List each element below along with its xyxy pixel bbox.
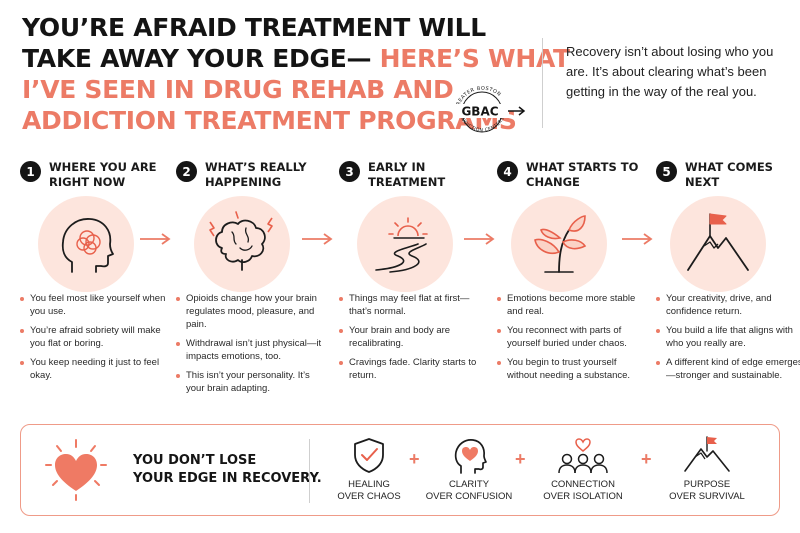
step-5-header: 5 What comes next [656,160,800,198]
page-title: YOU’RE AFRAID TREATMENT WILL TAKE AWAY Y… [22,12,570,136]
arrow-right-icon [302,233,333,245]
title-line-3: I’VE SEEN IN DRUG REHAB AND [22,75,454,104]
step-2-title: What’s really happening [205,160,307,189]
title-line-2-accent: HERE’S WHAT [379,44,571,73]
plus-icon: + [641,449,652,469]
logo-text: GBAC [461,105,498,119]
tagline-line-2: YOUR EDGE IN RECOVERY. [133,471,322,486]
step-4-number: 4 [497,161,518,182]
step-5-illustration [670,196,766,292]
pillar-connection: Connection over isolation [533,435,633,503]
list-item: A different kind of edge emerges—stronge… [656,356,800,382]
step-2-number: 2 [176,161,197,182]
title-line-1: YOU’RE AFRAID TREATMENT WILL [22,13,486,42]
step-1: 1 Where you are right now You feel most … [20,160,170,381]
arrow-right-icon [622,233,653,245]
step-5-number: 5 [656,161,677,182]
list-item: You feel most like yourself when you use… [20,292,170,318]
list-item: Things may feel flat at first—that’s nor… [339,292,489,318]
step-5: 5 What comes next Your creativity, drive… [656,160,800,381]
step-3-title: Early in treatment [368,160,446,189]
heart-icon [45,439,107,501]
list-item: You reconnect with parts of yourself bur… [497,324,647,350]
intro-text: Recovery isn’t about losing who you are.… [566,44,774,99]
mountain-flag-icon [684,436,730,472]
arrow-right-icon [140,233,171,245]
banner-divider [309,439,310,503]
step-5-bullets: Your creativity, drive, and confidence r… [656,292,800,388]
step-1-bullets: You feel most like yourself when you use… [20,292,170,388]
list-item: Your creativity, drive, and confidence r… [656,292,800,318]
step-1-illustration [38,196,134,292]
step-1-number: 1 [20,161,41,182]
pillar-clarity-line-2: over confusion [425,491,513,502]
step-2: 2 What’s really happening Opioids change… [176,160,326,394]
step-3-header: 3 Early in treatment [339,160,489,198]
head-tangled-mind-icon [61,218,114,273]
tagline: YOU DON’T LOSE YOUR EDGE IN RECOVERY. [133,452,322,488]
step-3-bullets: Things may feel flat at first—that’s nor… [339,292,489,388]
step-1-header: 1 Where you are right now [20,160,170,198]
pillar-purpose: Purpose over survival [657,435,757,503]
list-item: You begin to trust yourself without need… [497,356,647,382]
bottom-banner: YOU DON’T LOSE YOUR EDGE IN RECOVERY. He… [20,424,780,516]
list-item: Cravings fade. Clarity starts to return. [339,356,489,382]
pillar-connection-line-2: over isolation [543,491,623,502]
step-2-illustration [194,196,290,292]
step-4-title: What starts to change [526,160,639,189]
pillar-purpose-line-2: over survival [669,491,745,502]
step-2-bullets: Opioids change how your brain regulates … [176,292,326,401]
pillar-purpose-line-1: Purpose [683,479,731,490]
title-line-2-dark: TAKE AWAY YOUR EDGE— [22,44,380,73]
plus-icon: + [515,449,526,469]
list-item: This isn’t your personality. It’s your b… [176,369,326,395]
list-item: Your brain and body are recalibrating. [339,324,489,350]
shield-check-icon [354,438,384,473]
gbac-logo: GREATER BOSTON ADDICTION CENTERS GBAC [453,86,526,134]
step-3-number: 3 [339,161,360,182]
title-line-4: ADDICTION TREATMENT PROGRAMS [22,106,517,135]
pillar-healing: Healing over chaos [319,435,419,503]
step-4: 4 What starts to change Emotions become … [497,160,647,381]
title-line-2: TAKE AWAY YOUR EDGE— HERE’S WHAT [22,43,570,74]
step-1-title: Where you are right now [49,160,157,189]
step-2-header: 2 What’s really happening [176,160,326,198]
pillar-clarity-line-1: Clarity [448,479,490,490]
list-item: You keep needing it just to feel okay. [20,356,170,382]
sprout-icon [534,215,587,273]
head-heart-icon [454,439,487,474]
tagline-line-1: YOU DON’T LOSE [133,453,257,468]
pillar-connection-line-1: Connection [551,479,615,490]
step-4-header: 4 What starts to change [497,160,647,198]
sunrise-path-icon [375,217,428,273]
pillar-healing-line-2: over chaos [337,491,401,502]
list-item: Withdrawal isn’t just physical—it impact… [176,337,326,363]
header-divider [542,38,543,128]
brain-icon [209,211,273,271]
list-item: You build a life that aligns with who yo… [656,324,800,350]
step-3-illustration [357,196,453,292]
plus-icon: + [409,449,420,469]
step-4-bullets: Emotions become more stable and real. Yo… [497,292,647,388]
people-heart-icon [558,438,608,474]
arrow-right-icon [464,233,495,245]
mountain-flag-icon [687,213,749,271]
step-4-illustration [511,196,607,292]
pillar-healing-line-1: Healing [348,479,390,490]
list-item: You’re afraid sobriety will make you fla… [20,324,170,350]
step-5-title: What comes next [685,160,773,189]
step-3: 3 Early in treatment Things may feel fla… [339,160,489,381]
list-item: Emotions become more stable and real. [497,292,647,318]
list-item: Opioids change how your brain regulates … [176,292,326,331]
pillar-clarity: Clarity over confusion [419,435,519,503]
